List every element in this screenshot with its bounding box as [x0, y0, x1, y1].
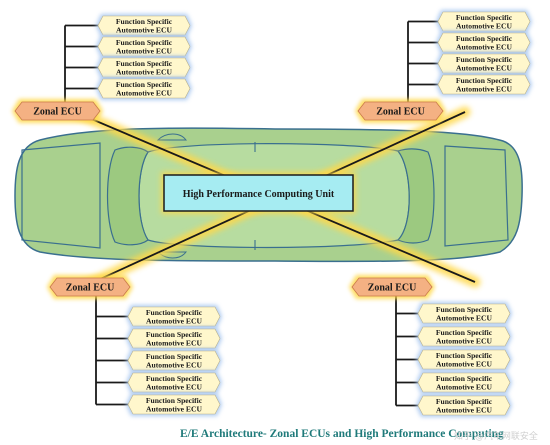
zonal-ecu-box[interactable] [357, 101, 444, 121]
function-ecu-label: Function Specific [436, 397, 493, 406]
watermark: 知乎 @汽车网联安全 [454, 432, 538, 442]
function-ecu-label: Automotive ECU [436, 383, 492, 392]
function-ecu-label: Function Specific [146, 330, 203, 339]
function-ecu-label: Automotive ECU [456, 22, 512, 31]
function-ecu-label: Automotive ECU [146, 361, 202, 370]
function-ecu-box[interactable] [437, 74, 531, 95]
function-ecu-label: Function Specific [436, 374, 493, 383]
car-windshield-rear [396, 148, 435, 244]
function-ecu-box[interactable] [127, 328, 221, 349]
function-ecu-box[interactable] [127, 306, 221, 327]
function-ecu-label: Automotive ECU [436, 360, 492, 369]
function-ecu-label: Automotive ECU [436, 406, 492, 415]
function-ecu-box[interactable] [417, 349, 511, 370]
function-ecu-label: Automotive ECU [146, 383, 202, 392]
function-ecu-label: Automotive ECU [116, 26, 172, 35]
zonal-ecu-label: Zonal ECU [376, 107, 425, 118]
function-ecu-box[interactable] [417, 372, 511, 393]
function-ecu-label: Automotive ECU [456, 85, 512, 94]
function-ecu-label: Function Specific [146, 352, 203, 361]
car-trunk [444, 145, 509, 247]
mirror-left [156, 133, 188, 141]
hpc-label: High Performance Computing Unit [183, 189, 335, 200]
hpc-box[interactable] [163, 174, 354, 212]
zonal-ecu-label: Zonal ECU [368, 283, 417, 294]
function-ecu-label: Automotive ECU [146, 317, 202, 326]
function-ecu-box[interactable] [417, 326, 511, 347]
car-hood [21, 142, 101, 249]
function-ecu-box[interactable] [97, 78, 191, 99]
function-ecu-label: Automotive ECU [146, 405, 202, 414]
zonal-ecu-label: Zonal ECU [33, 107, 82, 118]
function-ecu-label: Function Specific [436, 305, 493, 314]
function-ecu-label: Function Specific [456, 55, 513, 64]
function-ecu-label: Automotive ECU [456, 43, 512, 52]
function-ecu-box[interactable] [417, 303, 511, 324]
function-ecu-label: Function Specific [436, 351, 493, 360]
function-ecu-label: Function Specific [116, 38, 173, 47]
function-ecu-label: Automotive ECU [436, 314, 492, 323]
function-ecu-box[interactable] [127, 372, 221, 393]
zonal-ecu-box[interactable] [49, 277, 131, 297]
function-ecu-label: Function Specific [116, 80, 173, 89]
function-ecu-box[interactable] [127, 350, 221, 371]
function-ecu-label: Automotive ECU [456, 64, 512, 73]
function-ecu-label: Function Specific [456, 13, 513, 22]
function-ecu-label: Function Specific [436, 328, 493, 337]
function-ecu-box[interactable] [417, 395, 511, 416]
function-ecu-label: Function Specific [116, 17, 173, 26]
function-ecu-label: Automotive ECU [116, 89, 172, 98]
function-ecu-label: Function Specific [456, 76, 513, 85]
function-ecu-label: Automotive ECU [116, 68, 172, 77]
function-ecu-label: Function Specific [146, 308, 203, 317]
function-ecu-box[interactable] [127, 394, 221, 415]
diagram-caption: E/E Architecture- Zonal ECUs and High Pe… [180, 428, 504, 440]
zonal-ecu-box[interactable] [351, 277, 433, 297]
car-windshield-front [106, 146, 149, 246]
function-ecu-label: Automotive ECU [436, 337, 492, 346]
function-ecu-label: Automotive ECU [116, 47, 172, 56]
function-ecu-label: Function Specific [146, 374, 203, 383]
function-ecu-label: Function Specific [116, 59, 173, 68]
function-ecu-label: Automotive ECU [146, 339, 202, 348]
zonal-ecu-box[interactable] [14, 101, 101, 121]
zonal-ecu-label: Zonal ECU [66, 283, 115, 294]
function-ecu-label: Function Specific [456, 34, 513, 43]
function-ecu-label: Function Specific [146, 396, 203, 405]
